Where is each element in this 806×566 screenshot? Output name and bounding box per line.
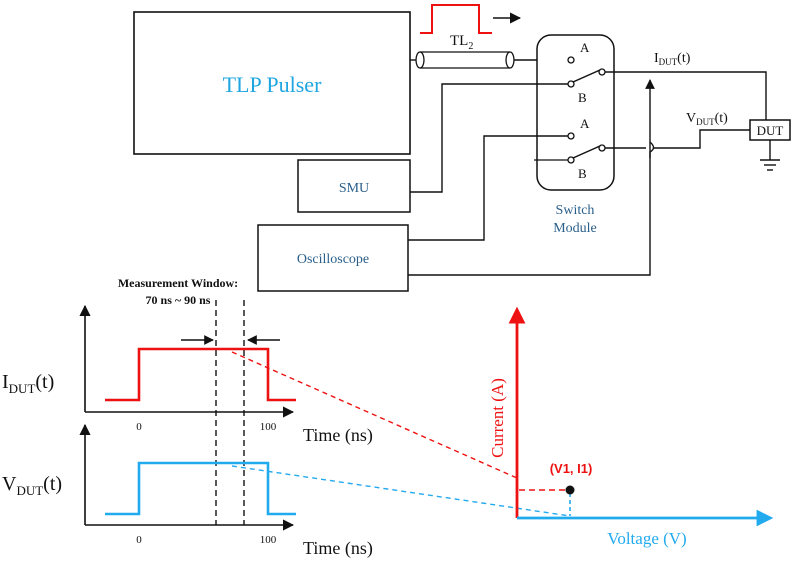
voltage-mapping-line — [231, 465, 571, 517]
v-dut-waveform — [105, 461, 296, 516]
switch-module-label-1: Switch — [556, 203, 595, 218]
measurement-window-title: Measurement Window: — [118, 276, 238, 290]
ground-symbol — [760, 140, 780, 171]
i-dut-time-label: Time (ns) — [303, 425, 373, 446]
i-dut-circuit-label: IDUT(t) — [654, 51, 691, 67]
switch-upper-a: A — [580, 40, 590, 55]
switch-lower-a: A — [580, 116, 590, 131]
iv-point-v1-i1 — [565, 485, 575, 495]
v-dut-time-label: Time (ns) — [303, 538, 373, 559]
oscilloscope-label: Oscilloscope — [297, 252, 369, 267]
smu-box — [297, 159, 411, 213]
iv-point-label: (V1, I1) — [550, 461, 593, 476]
tlp-pulser-box — [133, 11, 411, 155]
smu-label: SMU — [339, 181, 369, 196]
transmission-line — [410, 51, 515, 69]
switch-lower-b: B — [578, 166, 587, 181]
iv-voltage-label: Voltage (V) — [607, 529, 686, 548]
v-dut-tick-100: 100 — [260, 534, 277, 546]
i-dut-axes — [79, 304, 295, 418]
v-dut-axes — [79, 423, 295, 531]
switch-module-box — [536, 34, 615, 191]
measurement-window-range: 70 ns ~ 90 ns — [146, 293, 211, 307]
dut-label: DUT — [757, 123, 784, 138]
switch-upper-b: B — [578, 90, 587, 105]
switch-lower — [567, 132, 606, 164]
v-dut-circuit-label: VDUT(t) — [686, 111, 728, 127]
oscilloscope-box — [257, 224, 409, 292]
i-dut-tick-0: 0 — [136, 421, 142, 433]
switch-module-label-2: Module — [553, 221, 597, 236]
i-dut-waveform — [105, 347, 296, 402]
i-dut-axis-label: IDUT(t) — [2, 371, 54, 396]
current-mapping-line — [231, 351, 518, 479]
iv-current-label: Current (A) — [488, 378, 507, 458]
i-dut-tick-100: 100 — [260, 421, 277, 433]
tlp-pulser-label: TLP Pulser — [223, 72, 322, 97]
v-dut-axis-label: VDUT(t) — [2, 473, 62, 498]
tl-label: TL2 — [450, 33, 473, 52]
pulse-symbol — [420, 4, 492, 34]
v-dut-tick-0: 0 — [136, 534, 142, 546]
